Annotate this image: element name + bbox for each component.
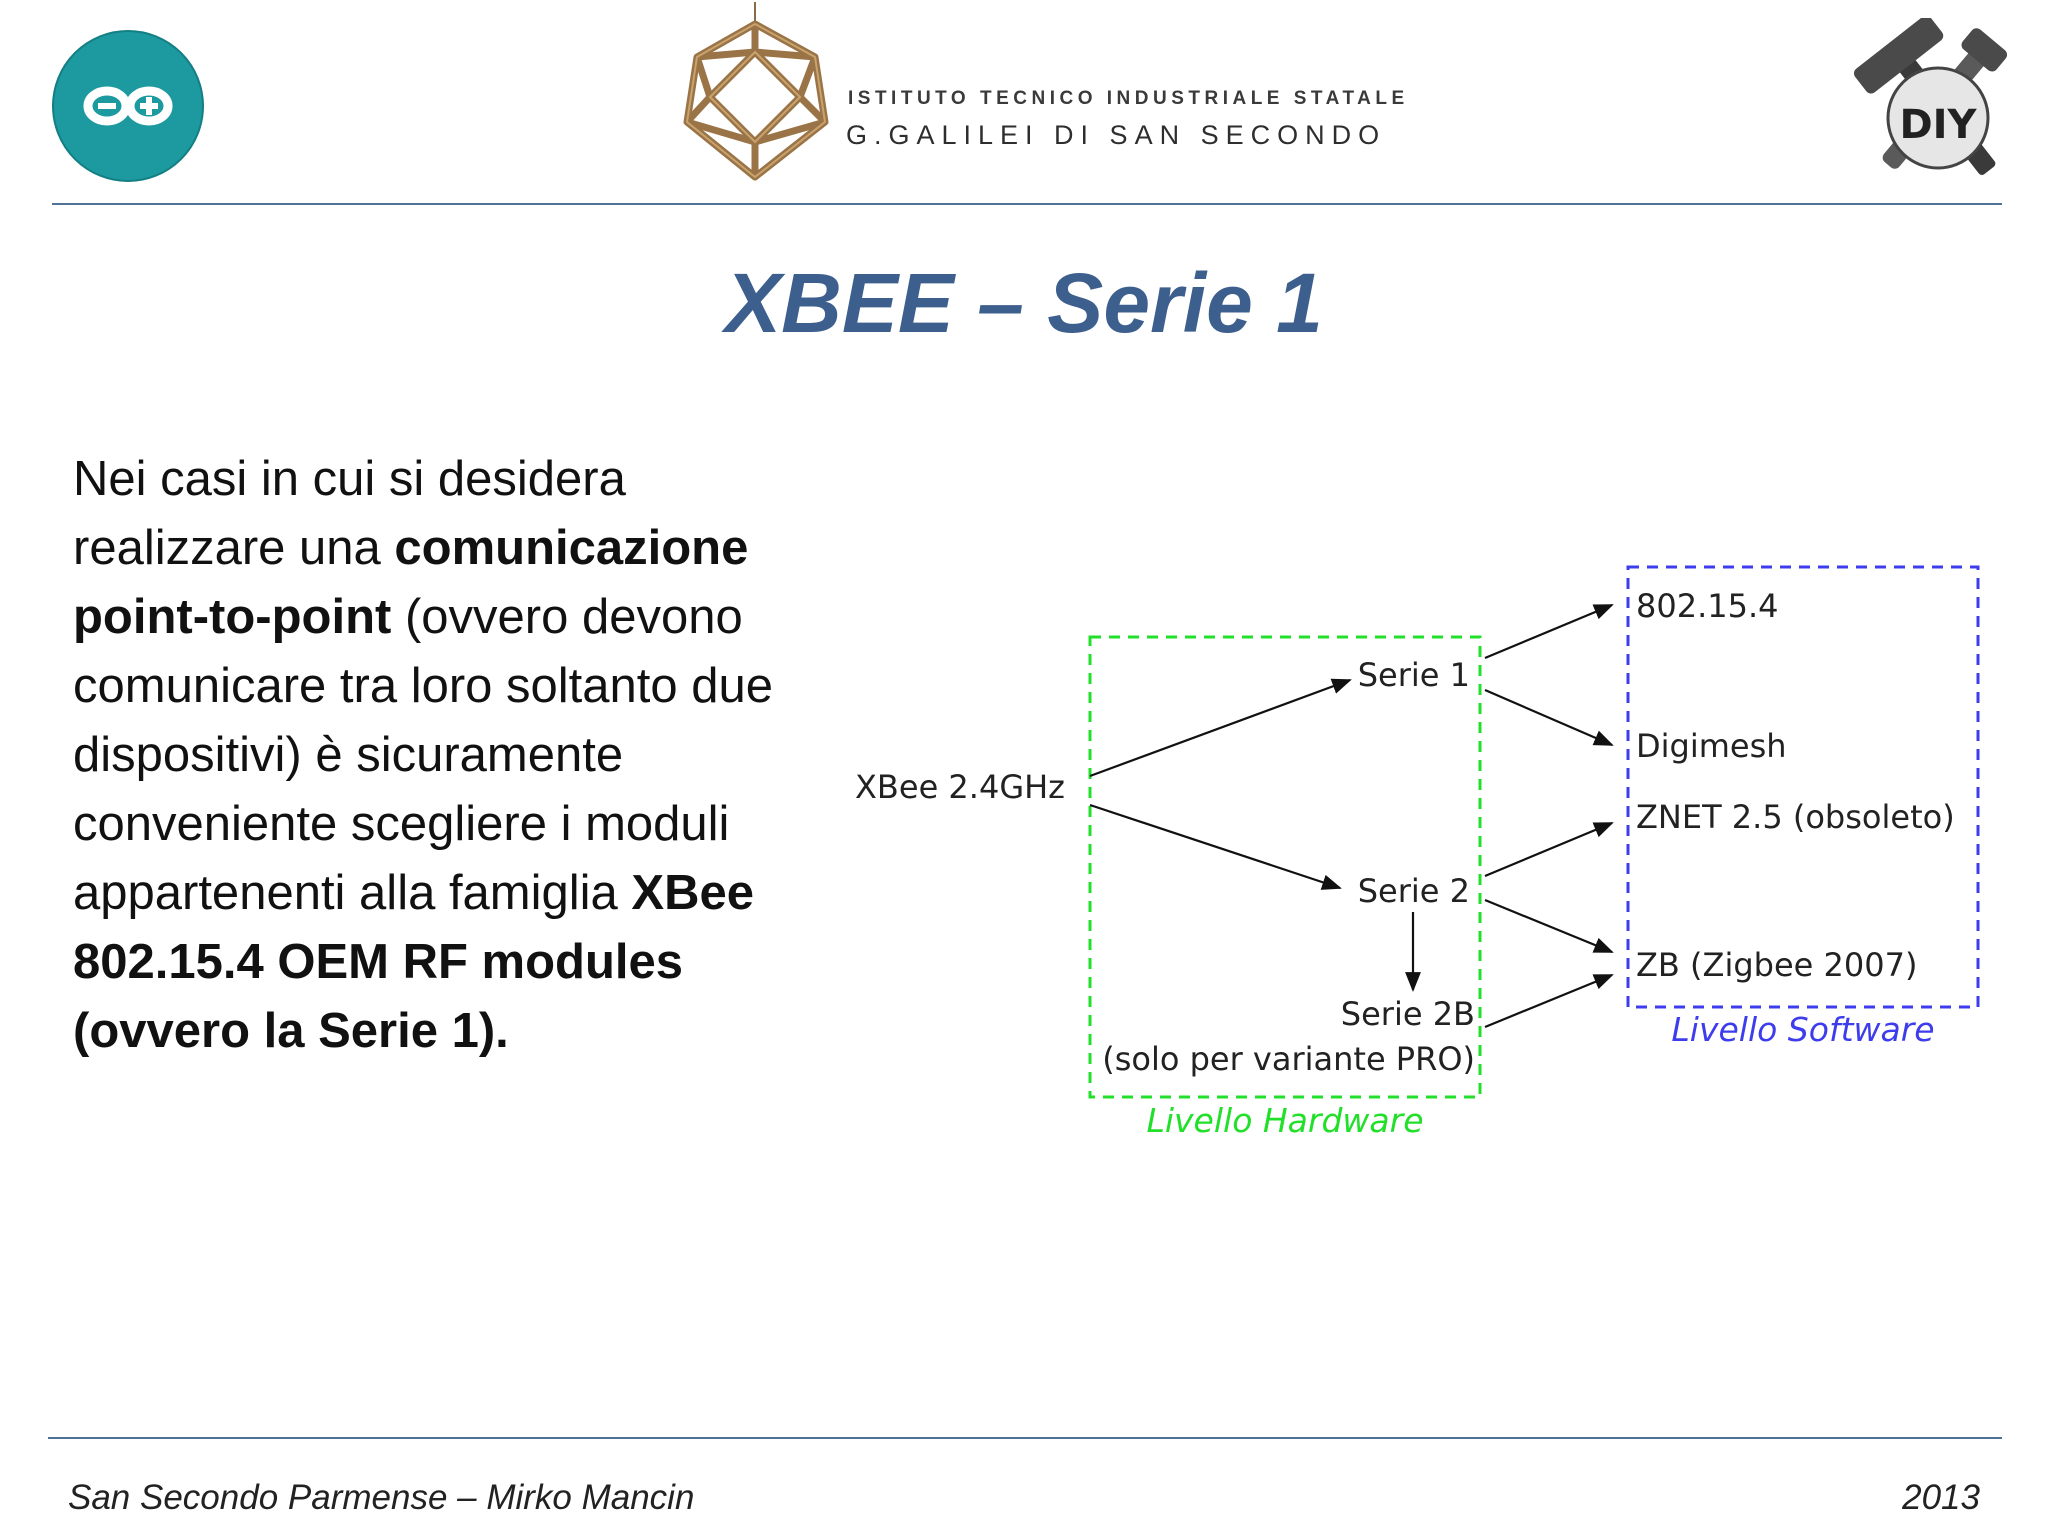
hardware-level-label: Livello Hardware — [1146, 1101, 1423, 1140]
software-level-label: Livello Software — [1671, 1010, 1934, 1049]
diagram-serie2b-label: Serie 2B — [1341, 995, 1475, 1033]
arrow-root-to-serie2 — [1089, 803, 1342, 890]
diy-tools-logo-icon: DIY — [1853, 18, 2008, 175]
footer-divider — [48, 1437, 2002, 1439]
diagram-root-label: XBee 2.4GHz — [855, 768, 1065, 806]
diagram-serie1-label: Serie 1 — [1358, 656, 1470, 694]
school-polyhedron-logo-icon — [683, 2, 829, 181]
arrow-serie2b-to-zb — [1484, 973, 1614, 1029]
arrow-serie1-to-digimesh — [1484, 688, 1614, 747]
xbee-hierarchy-diagram: XBee 2.4GHz Serie 1 Serie 2 Serie 2B (so… — [855, 565, 1980, 1140]
arduino-logo-icon — [52, 30, 204, 182]
arrow-serie2-to-zb — [1484, 898, 1614, 954]
body-paragraph: Nei casi in cui si desidera realizzare u… — [73, 445, 833, 1066]
arrow-root-to-serie1 — [1089, 678, 1352, 778]
diagram-sw-znet-label: ZNET 2.5 (obsoleto) — [1636, 798, 1955, 836]
arrow-serie2-to-znet — [1484, 821, 1614, 878]
diagram-serie2b-note: (solo per variante PRO) — [1102, 1040, 1475, 1078]
body-text-part2: (ovvero devono comunicare tra loro solta… — [73, 590, 773, 920]
diagram-sw-digimesh-label: Digimesh — [1636, 727, 1787, 765]
hardware-level-box — [1088, 635, 1482, 1099]
slide-title: XBEE – Serie 1 — [725, 256, 1323, 350]
diagram-serie2-label: Serie 2 — [1358, 872, 1470, 910]
header-divider — [52, 203, 2002, 205]
school-name-line1: Istituto Tecnico Industriale Statale — [848, 88, 1409, 109]
diy-logo-text: DIY — [1899, 102, 1977, 148]
arrow-serie1-to-802 — [1484, 603, 1614, 660]
diagram-sw-zb-label: ZB (Zigbee 2007) — [1636, 946, 1917, 984]
school-name-line2: G.Galilei di San Secondo — [846, 120, 1387, 150]
software-level-box — [1626, 565, 1980, 1009]
body-bold-point-to-point: comunicazione point-to-point — [73, 521, 749, 644]
footer-author: San Secondo Parmense – Mirko Mancin — [68, 1478, 695, 1517]
diagram-sw-802-label: 802.15.4 — [1636, 587, 1779, 625]
body-text-part1: Nei casi in cui si desidera realizzare u… — [73, 452, 626, 575]
body-bold-xbee-modules: XBee 802.15.4 OEM RF modules (ovvero la … — [73, 866, 754, 1058]
footer-year: 2013 — [1902, 1478, 1980, 1517]
